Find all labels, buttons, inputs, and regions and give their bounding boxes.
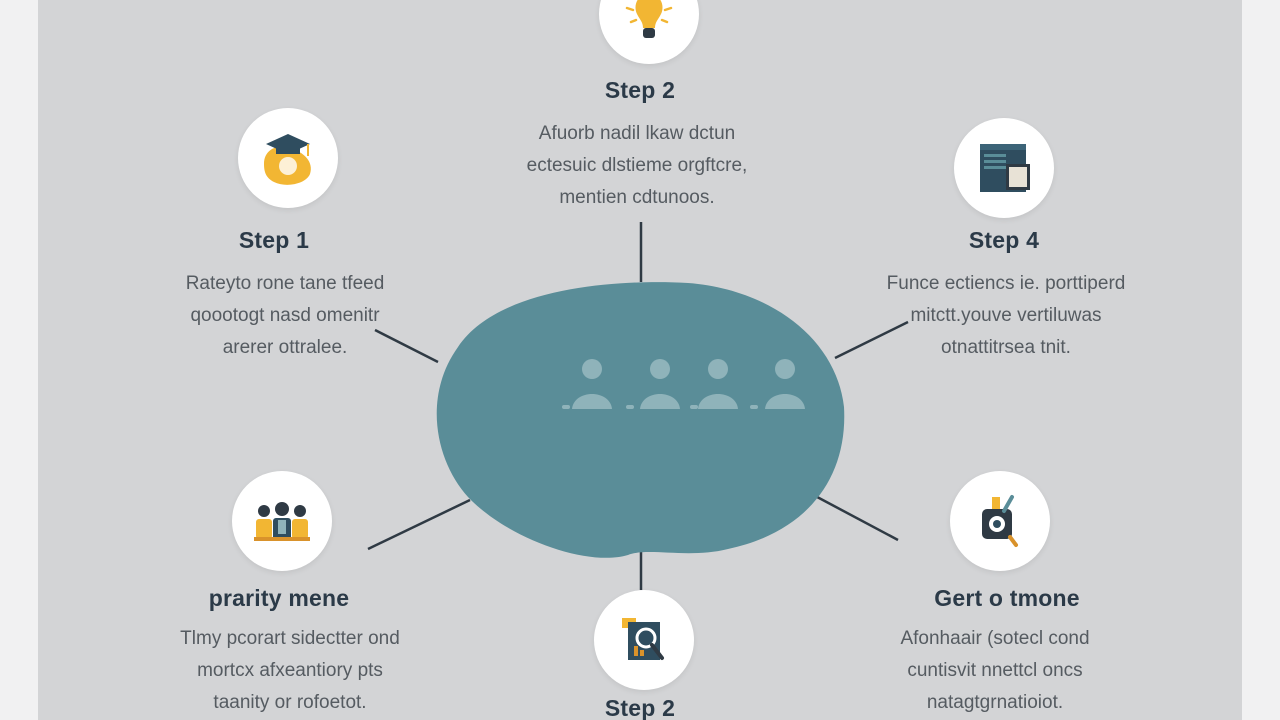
team-icon (254, 502, 310, 541)
step-top-title: Step 2 (604, 77, 676, 103)
step-right-lower-line-2: cuntisvit nnettcl oncs (907, 660, 1083, 681)
step-right-upper-description: Funce ectiencs ie. porttiperd mitctt.you… (836, 268, 1176, 364)
step-left-upper-icon-circle (238, 108, 338, 208)
lightbulb-icon (625, 0, 673, 38)
step-left-lower-line-1: Tlmy pcorart sidectter ond (180, 628, 400, 649)
step-right-lower-icon-circle (950, 471, 1050, 571)
central-hub (436, 282, 845, 558)
step-right-upper-icon-circle (954, 118, 1054, 218)
step-top-line-3: mentien cdtunoos. (559, 187, 715, 208)
step-left-lower-description: Tlmy pcorart sidectter ond mortcx afxean… (120, 623, 460, 719)
step-right-lower-title: Gert o tmone (934, 585, 1080, 611)
step-left-lower-title: prarity mene (208, 585, 350, 611)
step-bottom-title: Step 2 (604, 695, 676, 720)
connector-left-upper (374, 328, 439, 364)
step-top-line-2: ectesuic dlstieme orgftcre, (526, 155, 748, 176)
step-right-upper-title: Step 4 (968, 227, 1040, 253)
step-right-lower-line-3: natagtgrnatioiot. (926, 692, 1064, 713)
step-left-upper-line-3: arerer ottralee. (222, 337, 348, 358)
step-left-lower-line-2: mortcx afxeantiory pts (197, 660, 383, 681)
hub-blob (436, 282, 845, 558)
step-left-lower-icon-circle (232, 471, 332, 571)
step-right-upper-line-2: mitctt.youve vertiluwas (910, 305, 1102, 326)
chart-magnifier-icon (622, 618, 664, 660)
step-left-upper-line-2: qoootogt nasd omenitr (190, 305, 380, 326)
step-bottom-icon-circle (594, 590, 694, 690)
document-window-icon (980, 144, 1030, 192)
step-top-description: Afuorb nadil lkaw dctun ectesuic dlstiem… (467, 118, 807, 214)
step-left-upper-description: Rateyto rone tane tfeed qoootogt nasd om… (125, 268, 445, 364)
step-right-lower-description: Afonhaair (sotecl cond cuntisvit nnettcl… (825, 623, 1165, 719)
people-group-icon (562, 359, 805, 409)
diagram-canvas: Step 2 Afuorb nadil lkaw dctun ectesuic … (38, 0, 1242, 720)
step-left-lower-line-3: taanity or rofoetot. (213, 692, 367, 713)
step-left-upper-line-1: Rateyto rone tane tfeed (185, 273, 385, 294)
connector-left-lower (367, 498, 471, 551)
graduation-cap-icon (264, 134, 311, 185)
step-right-upper-line-3: otnattitrsea tnit. (941, 337, 1071, 358)
camera-tool-icon (982, 495, 1018, 547)
step-top-line-1: Afuorb nadil lkaw dctun (538, 123, 736, 144)
connector-right-lower (803, 488, 899, 542)
connector-right-upper (834, 320, 909, 360)
step-right-upper-line-1: Funce ectiencs ie. porttiperd (886, 273, 1126, 294)
step-right-lower-line-1: Afonhaair (sotecl cond (900, 628, 1090, 649)
step-left-upper-title: Step 1 (238, 227, 310, 253)
